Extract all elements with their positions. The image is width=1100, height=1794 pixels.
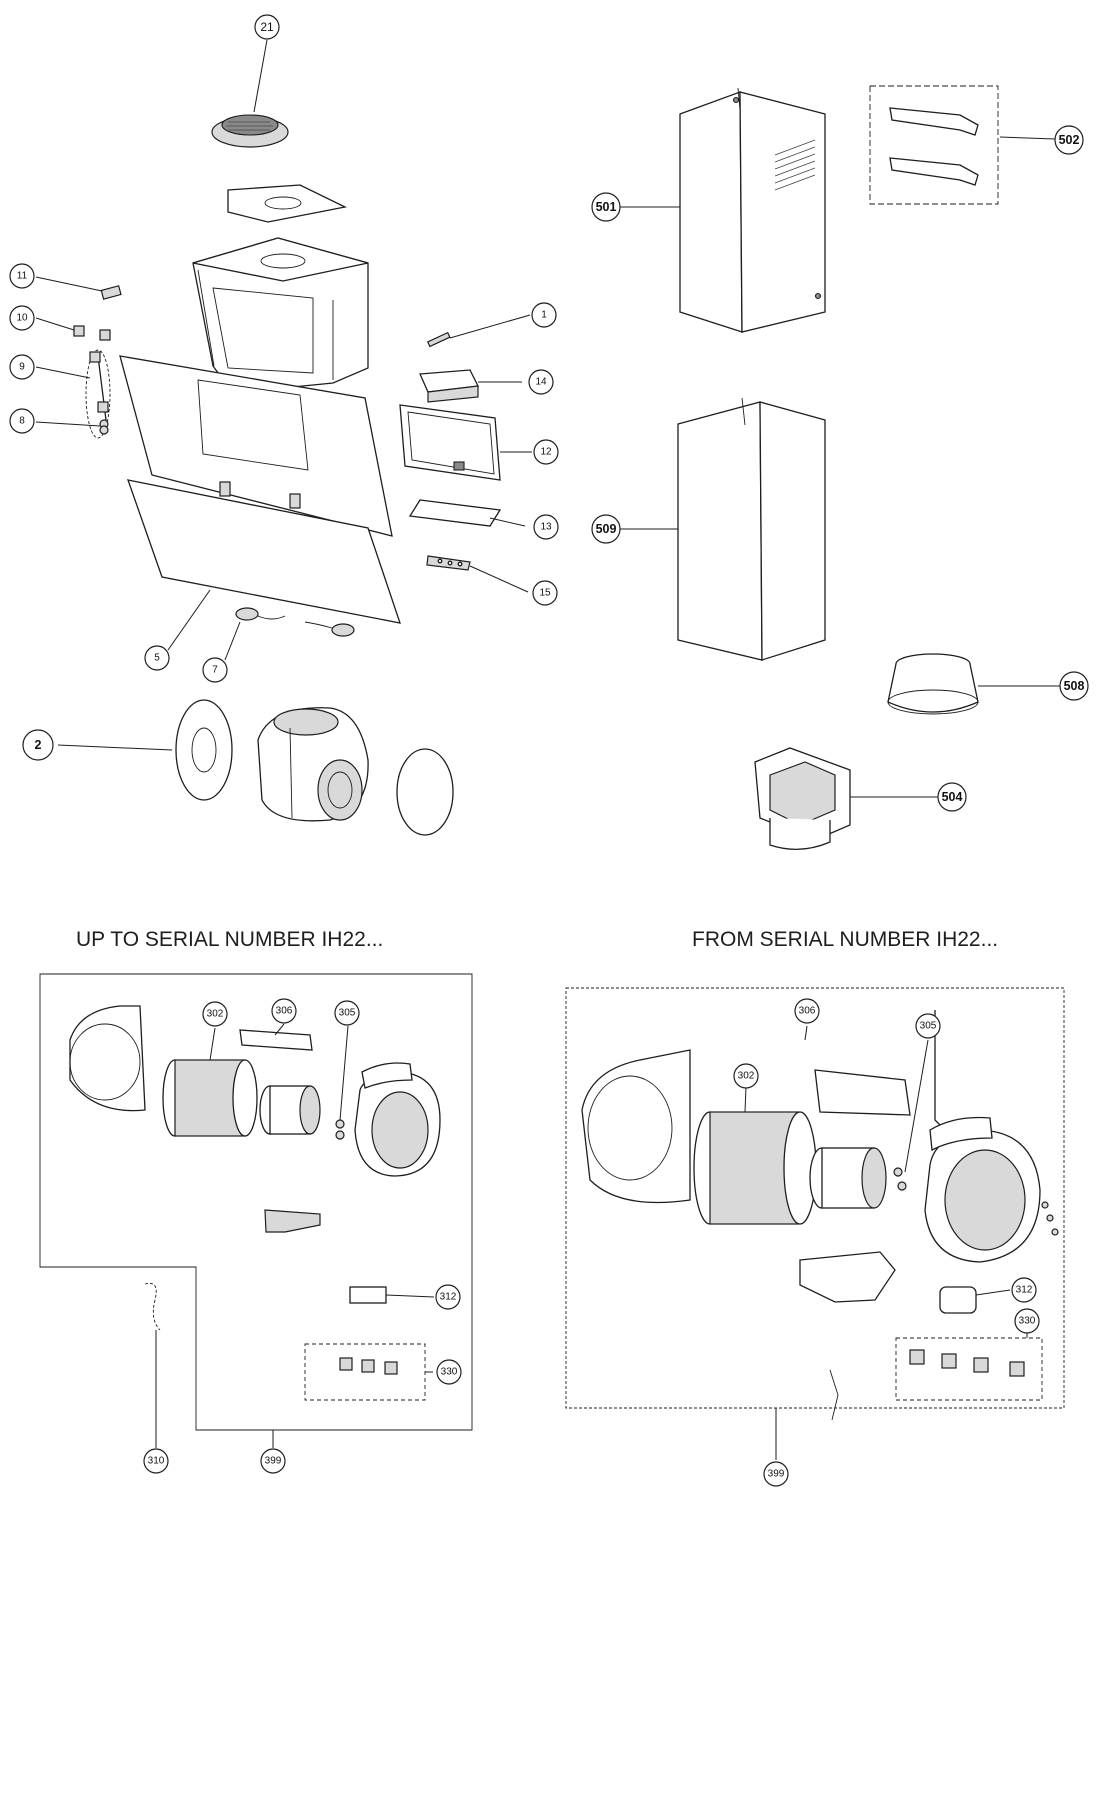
glass-panel-part [127,479,401,624]
callout-label: 302 [738,1071,755,1082]
old-assembly-boundary [39,973,473,1431]
callout-8: 8 [9,408,35,434]
new-small-parts [829,1167,1059,1421]
front-frame-part [119,355,393,537]
callout-right-330: 330 [1014,1308,1040,1334]
clip-part [426,331,451,348]
callout-label: 305 [920,1021,937,1032]
callout-left-302: 302 [202,1001,228,1027]
callout-label: 5 [154,653,160,664]
callout-label: 13 [540,522,552,533]
new-top-cover-part [814,1069,911,1116]
callout-label: 330 [1019,1316,1036,1327]
callout-label: 509 [596,522,617,536]
new-motor-part [809,1147,887,1209]
callout-509: 509 [591,514,621,544]
new-lower-cover-part [799,1251,896,1303]
callout-label: 302 [207,1009,224,1020]
leader-lines [35,39,1060,1460]
callout-label: 306 [276,1006,293,1017]
small-hardware-parts [73,285,122,439]
callout-label: 310 [148,1456,165,1467]
section-title-from-serial: FROM SERIAL NUMBER IH22... [692,928,999,951]
callout-13: 13 [533,514,559,540]
callout-label: 14 [535,377,547,388]
new-impeller-part [693,1111,817,1225]
callout-11: 11 [9,263,35,289]
callout-label: 10 [16,313,28,324]
callout-label: 2 [35,738,42,752]
hood-body-part [192,237,369,394]
callout-label: 11 [17,271,28,282]
control-panel-part [426,555,471,571]
callout-right-306: 306 [794,998,820,1024]
callout-label: 8 [19,416,25,427]
callout-508: 508 [1059,671,1089,701]
callout-left-305: 305 [334,1000,360,1026]
callout-label: 312 [440,1292,457,1303]
new-motor-housing-part [924,1010,1041,1263]
callout-label: 7 [212,665,218,676]
callout-label: 12 [540,447,552,458]
callout-504: 504 [937,782,967,812]
control-box-part [419,369,479,403]
callout-label: 502 [1059,133,1080,147]
callout-right-305: 305 [915,1013,941,1039]
old-motor-part [259,1085,321,1135]
callout-label: 1 [541,310,547,321]
grease-filter-part [408,499,502,527]
callout-label: 21 [260,20,274,34]
lower-chimney-part [677,397,826,661]
callout-502: 502 [1054,125,1084,155]
callout-label: 305 [339,1008,356,1019]
fan-assembly-part [175,699,454,836]
callout-2: 2 [22,729,54,761]
callout-10: 10 [9,305,35,331]
callout-15: 15 [532,580,558,606]
round-duct-adapter-part [887,653,979,715]
callout-label: 312 [1016,1285,1033,1296]
callout-1: 1 [531,302,557,328]
new-assembly-boundary [565,987,1065,1409]
callout-label: 504 [942,790,963,804]
filter-frame-part [399,404,501,481]
callout-right-312: 312 [1011,1277,1037,1303]
callout-right-399: 399 [763,1461,789,1487]
bracket-set-part [869,85,999,205]
callout-left-399: 399 [260,1448,286,1474]
old-fan-housing-part [69,1005,146,1112]
callout-label: 330 [441,1367,458,1378]
duct-elbow-part [754,747,851,850]
callout-label: 399 [768,1469,785,1480]
callout-9: 9 [9,354,35,380]
top-plate-part [227,184,348,223]
old-motor-housing-part [354,1062,441,1177]
round-grille-part [211,114,289,148]
callout-right-302: 302 [733,1063,759,1089]
callout-left-310: 310 [143,1448,169,1474]
callout-label: 501 [596,200,617,214]
callout-label: 15 [539,588,551,599]
callout-5: 5 [144,645,170,671]
callout-label: 508 [1064,679,1085,693]
callout-label: 399 [265,1456,282,1467]
upper-chimney-part [679,87,826,333]
old-impeller-part [162,1059,258,1137]
callout-left-330: 330 [436,1359,462,1385]
new-fan-housing-part [581,1049,691,1204]
callout-left-312: 312 [435,1284,461,1310]
callout-14: 14 [528,369,554,395]
callout-12: 12 [533,439,559,465]
callout-501: 501 [591,192,621,222]
led-light-part [235,607,355,637]
callout-21: 21 [254,14,280,40]
callout-label: 9 [19,362,25,373]
section-title-up-to-serial: UP TO SERIAL NUMBER IH22... [76,928,384,951]
callout-left-306: 306 [271,998,297,1024]
callout-7: 7 [202,657,228,683]
callout-label: 306 [799,1006,816,1017]
